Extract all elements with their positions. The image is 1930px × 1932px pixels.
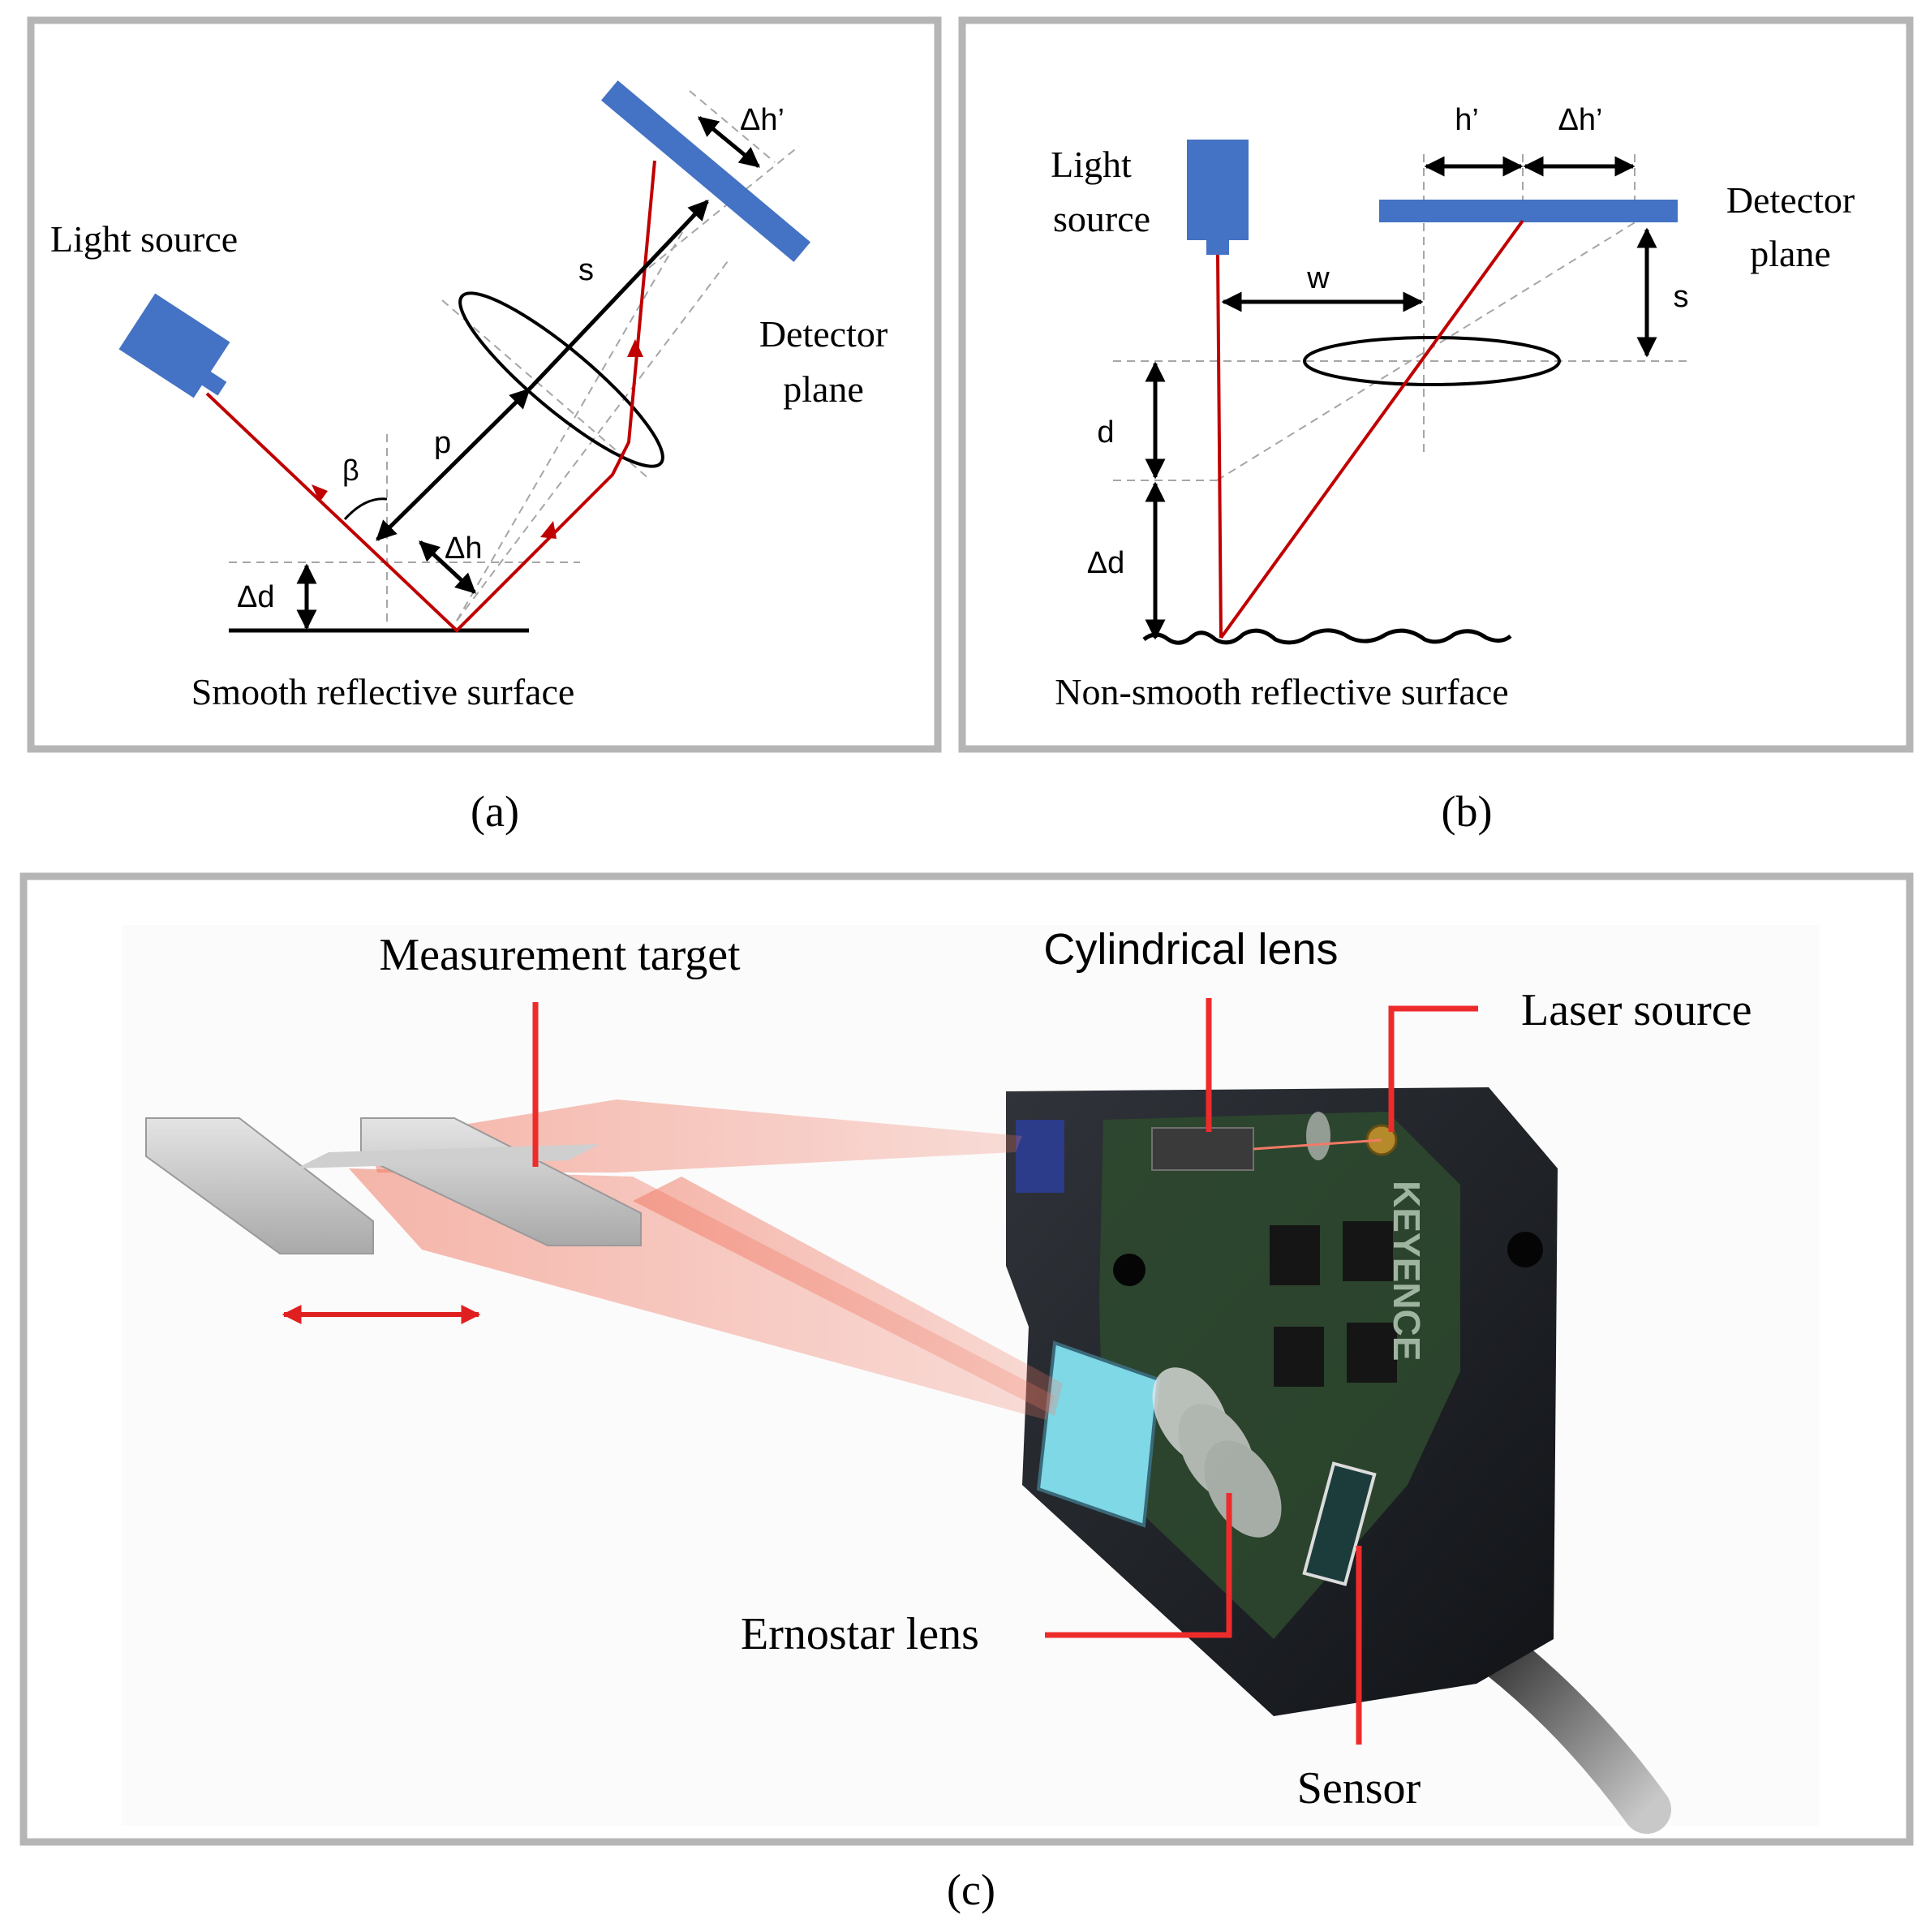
panel-a-frame xyxy=(27,16,942,753)
s-label-b: s xyxy=(1674,280,1689,314)
dh-prime-label-a: Δh’ xyxy=(740,103,784,137)
measurement-target xyxy=(145,1117,642,1254)
ernostar-lens-icon xyxy=(1152,1367,1282,1538)
h-prime-label: h’ xyxy=(1455,103,1479,137)
beam-arrow-a3 xyxy=(627,339,643,357)
panel-a: Light source Detector plane Smooth refle… xyxy=(27,16,942,836)
ernostar-lens-label: Ernostar lens xyxy=(741,1609,979,1659)
lens-icon-a xyxy=(458,291,664,468)
cylindrical-lens-icon xyxy=(1151,1127,1254,1171)
w-label: w xyxy=(1306,261,1330,295)
caption-a: (a) xyxy=(471,787,519,836)
panel-b-frame xyxy=(958,16,1914,753)
beta-arc xyxy=(343,497,388,520)
beta-label: β xyxy=(342,454,359,487)
internal-laser-beam xyxy=(1253,1138,1382,1151)
p-label: p xyxy=(434,426,451,460)
dh-label: Δh xyxy=(445,531,483,566)
detector-plane-icon-b xyxy=(1379,200,1678,222)
light-source-icon-a xyxy=(118,293,230,398)
lens-icon-b xyxy=(1303,336,1561,386)
non-smooth-surface-line xyxy=(1142,628,1512,645)
dh-prime-label-b: Δh’ xyxy=(1558,103,1603,137)
beam-arrow-a2 xyxy=(540,521,557,539)
leader-lines xyxy=(532,998,1478,1745)
detector-plane-icon-a xyxy=(600,80,811,262)
d-label: d xyxy=(1097,415,1114,450)
non-smooth-surface-label: Non-smooth reflective surface xyxy=(1055,671,1508,712)
panel-c: KEYENCE xyxy=(19,872,1914,1914)
chip xyxy=(1270,1225,1320,1285)
sensor-cable xyxy=(1477,1631,1671,1834)
light-source-icon-b xyxy=(1187,140,1249,255)
emitter-window xyxy=(1016,1120,1064,1193)
caption-b: (b) xyxy=(1442,787,1493,836)
dh-prime-arrow-a xyxy=(698,116,760,168)
mounting-hole xyxy=(1113,1254,1146,1286)
smooth-surface-label: Smooth reflective surface xyxy=(191,671,575,712)
s-arrow xyxy=(527,200,709,391)
beam-arrow-a1 xyxy=(312,484,328,502)
chip xyxy=(1274,1327,1324,1387)
cylindrical-lens-label: Cylindrical lens xyxy=(1043,925,1338,974)
chip xyxy=(1343,1221,1393,1281)
caption-c: (c) xyxy=(947,1865,995,1914)
detector-label-a-line1: Detector xyxy=(759,313,888,355)
detector-label-b-line1: Detector xyxy=(1726,179,1855,221)
panel-b: Light source Detector plane Non-smooth r… xyxy=(958,16,1914,836)
chip xyxy=(1347,1323,1397,1383)
image-sensor-icon xyxy=(1302,1461,1377,1586)
collimator-lens-icon xyxy=(1306,1112,1330,1160)
receiver-window xyxy=(1036,1340,1161,1528)
sensor-head: KEYENCE xyxy=(1006,1087,1558,1716)
dd-label-b: Δd xyxy=(1087,546,1125,580)
laser-source-label: Laser source xyxy=(1521,985,1752,1035)
laser-beam-a xyxy=(205,160,656,633)
detector-label-b-line2: plane xyxy=(1750,233,1831,274)
detector-label-a-line2: plane xyxy=(783,368,864,410)
light-source-label-b-line2: source xyxy=(1053,198,1150,239)
sensor-label: Sensor xyxy=(1297,1763,1421,1814)
light-source-label-b-line1: Light xyxy=(1051,144,1132,185)
light-source-label-a: Light source xyxy=(50,218,238,260)
panel-c-frame xyxy=(19,872,1914,1846)
incident-beam-b xyxy=(1216,254,1223,639)
p-arrow xyxy=(376,388,531,541)
reflected-laser-beam-2 xyxy=(633,1177,1063,1416)
dd-label-a: Δd xyxy=(237,580,275,614)
dh-arrow xyxy=(419,540,476,594)
s-label-a: s xyxy=(578,253,594,287)
mounting-hole xyxy=(1507,1232,1543,1267)
measurement-target-label: Measurement target xyxy=(379,930,741,980)
reflected-beam-b xyxy=(1219,219,1524,639)
brand-keyence: KEYENCE xyxy=(1386,1181,1428,1361)
